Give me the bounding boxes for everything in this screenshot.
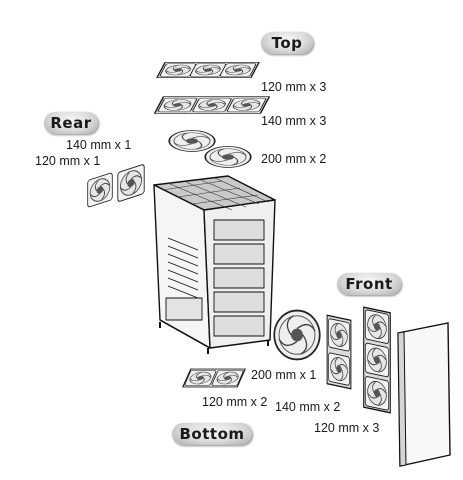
front-fan-120mm-label: 120 mm x 3 bbox=[314, 421, 380, 435]
pc-case-chassis bbox=[153, 175, 276, 354]
bottom-fan-tray-120mm bbox=[182, 368, 246, 388]
front-fan-200mm-label: 200 mm x 1 bbox=[251, 368, 317, 382]
bottom-fan-120mm-label: 120 mm x 2 bbox=[202, 395, 268, 409]
top-fan-200mm-label: 200 mm x 2 bbox=[261, 152, 327, 166]
front-fan-column-140mm bbox=[326, 314, 352, 390]
rear-fan-140mm-label: 140 mm x 1 bbox=[66, 138, 132, 152]
rear-fan-140mm bbox=[117, 163, 145, 203]
front-panel bbox=[397, 322, 451, 467]
section-label-rear: Rear bbox=[44, 112, 98, 134]
front-fan-140mm-label: 140 mm x 2 bbox=[275, 400, 341, 414]
section-label-front: Front bbox=[337, 273, 401, 295]
top-fan-120mm-label: 120 mm x 3 bbox=[261, 80, 327, 94]
top-fan-tray-140mm bbox=[153, 96, 271, 114]
rear-fan-120mm bbox=[87, 172, 113, 208]
section-label-bottom: Bottom bbox=[172, 423, 252, 445]
section-label-top: Top bbox=[261, 32, 313, 54]
top-fan-140mm-label: 140 mm x 3 bbox=[261, 114, 327, 128]
top-fan-tray-120mm bbox=[156, 62, 260, 78]
front-fan-column-120mm bbox=[363, 306, 391, 414]
front-fan-200mm bbox=[273, 309, 321, 361]
rear-fan-120mm-label: 120 mm x 1 bbox=[35, 154, 101, 168]
top-fan-pair-200mm bbox=[168, 129, 252, 169]
